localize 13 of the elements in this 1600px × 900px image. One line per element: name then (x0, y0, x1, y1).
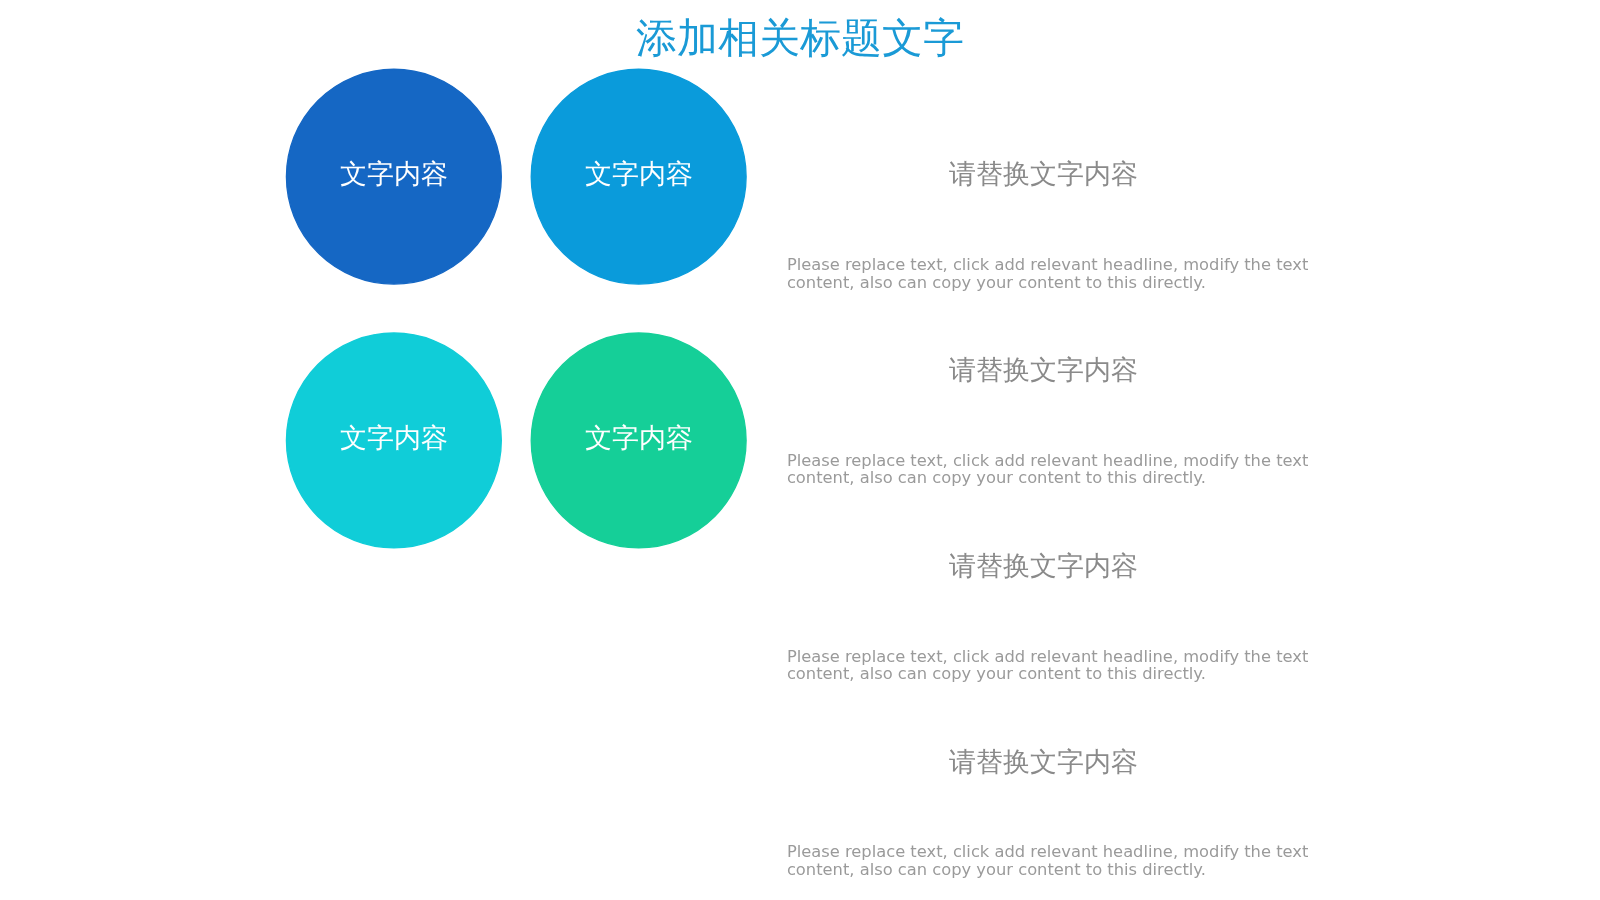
node-circle: 文字内容 (285, 332, 502, 549)
node-circle: 文字内容 (530, 332, 747, 549)
label: 请替换文字内容 (948, 550, 1138, 582)
node-circle: 文字内容 (285, 68, 502, 285)
diagram-title: 添加相关标题文字 (636, 13, 964, 62)
node-circle: 文字内容 (530, 68, 747, 285)
label: Please replace text, click add relevant headline, modify the text content, also can copy your content to this directly. (786, 450, 1308, 488)
label: Please replace text, click add relevant headline, modify the text content, also can copy your content to this directly. (786, 842, 1308, 880)
label: 请替换文字内容 (948, 158, 1138, 190)
label: 请替换文字内容 (948, 745, 1138, 777)
label: Please replace text, click add relevant headline, modify the text content, also can copy your content to this directly. (786, 254, 1308, 292)
label: 请替换文字内容 (948, 354, 1138, 386)
label: Please replace text, click add relevant headline, modify the text content, also can copy your content to this directly. (786, 646, 1308, 684)
